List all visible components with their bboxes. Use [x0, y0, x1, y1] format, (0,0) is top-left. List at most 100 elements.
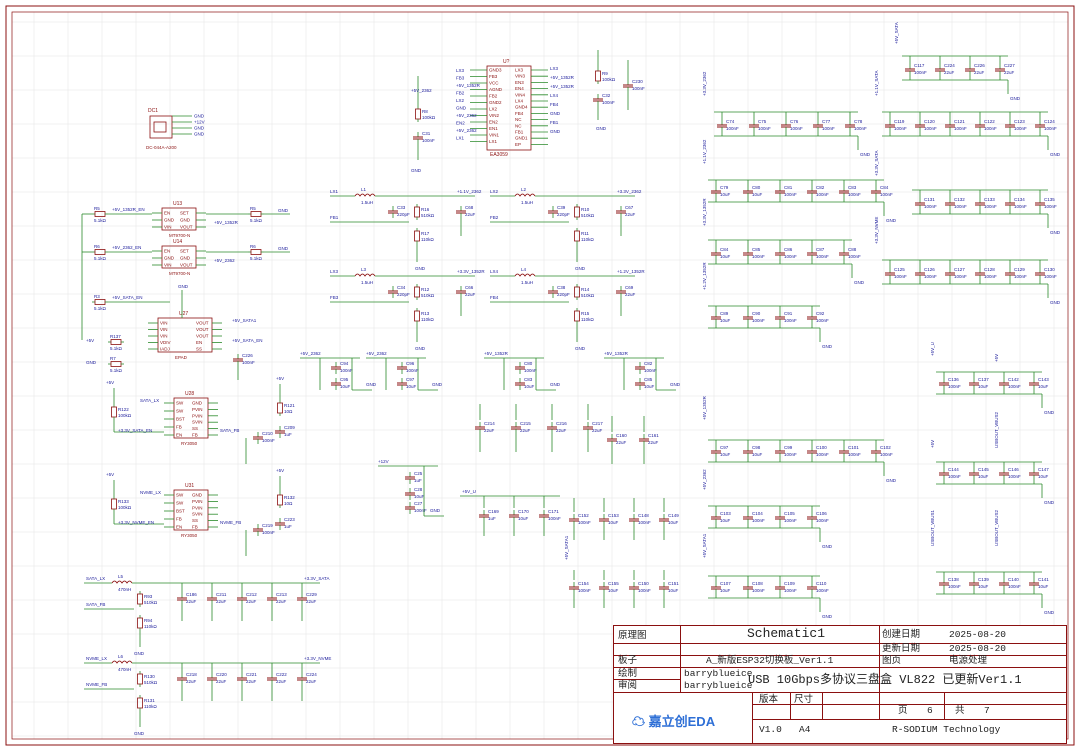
net-label: GND: [456, 106, 467, 111]
net-label: SATA_FB: [86, 602, 105, 607]
capacitor-value: 100nF: [954, 204, 967, 209]
capacitor-value: 220pF: [397, 292, 410, 297]
resistor: [137, 697, 143, 709]
capacitor-ref: C109: [784, 581, 795, 586]
rail-label: +3.3V_SATA: [874, 151, 879, 176]
net-label: +5V_1352R: [214, 220, 239, 225]
resistor: [414, 230, 420, 242]
capacitor-ref: C212: [246, 592, 257, 597]
ic-pin: EN3: [515, 80, 524, 85]
net-label: GND: [550, 129, 561, 134]
ic-pin: VIN: [160, 334, 168, 339]
ic-pin: VCC: [489, 81, 499, 86]
capacitor-value: 100nF: [816, 588, 829, 593]
resistor-ref: R3: [94, 294, 100, 299]
resistor-ref: R94: [144, 618, 153, 623]
capacitor-value: 100nF: [1008, 384, 1021, 389]
capacitor-value: 100nF: [1014, 126, 1027, 131]
capacitor-value: 100nF: [726, 126, 739, 131]
page-text: 页: [898, 705, 908, 716]
ic-pin: SET: [180, 211, 189, 216]
capacitor-value: 10uF: [608, 588, 619, 593]
resistor-value: 5.1kΩ: [250, 256, 263, 261]
capacitor-value: 100nF: [816, 518, 829, 523]
capacitor-ref: C224: [306, 672, 317, 677]
capacitor-ref: C130: [1044, 267, 1055, 272]
ic-pin: VIN1: [489, 133, 500, 138]
net-label: +5V_SATA_EN: [232, 338, 262, 343]
inductor-value: 1.5uH: [521, 200, 533, 205]
net-label: +12V: [378, 459, 389, 464]
capacitor-value: 100nF: [854, 126, 867, 131]
capacitor-ref: C80: [752, 185, 761, 190]
rail-label: +5V: [994, 354, 999, 362]
capacitor-ref: C100: [816, 445, 827, 450]
gnd-label: GND: [1044, 610, 1055, 615]
resistor: [414, 206, 420, 218]
capacitor-value: 22uF: [1004, 70, 1015, 75]
capacitor-value: 100nF: [1014, 204, 1027, 209]
net-label: LX3: [330, 269, 339, 274]
net-label: +1.2V_1352R: [617, 269, 645, 274]
capacitor-ref: C229: [306, 592, 317, 597]
net-label: +3.3V_NVME_EN: [118, 520, 154, 525]
resistor-value: 5.1kΩ: [110, 368, 123, 373]
capacitor-ref: C223: [284, 517, 295, 522]
capacitor-value: 10uF: [720, 588, 731, 593]
capacitor-value: 22uF: [216, 599, 227, 604]
capacitor-ref: C75: [758, 119, 767, 124]
resistor: [250, 211, 262, 217]
capacitor-value: 100nF: [848, 452, 861, 457]
capacitor-ref: C103: [720, 511, 731, 516]
dc-jack-net: GND: [194, 114, 205, 119]
resistor-ref: R121: [284, 403, 295, 408]
capacitor-value: 100nF: [242, 360, 255, 365]
capacitor-value: 100nF: [752, 588, 765, 593]
capacitor-value: 22uF: [556, 428, 567, 433]
capacitor-ref: C79: [720, 185, 729, 190]
capacitor-ref: C69: [625, 285, 634, 290]
inductor: [111, 660, 133, 664]
resistor: [277, 494, 283, 506]
ic-pin: GND: [164, 256, 175, 261]
net-label: LX3: [456, 68, 465, 73]
ic-pin: FB1: [515, 130, 524, 135]
resistor-ref: R8: [422, 109, 428, 114]
resistor-value: 110kΩ: [144, 704, 157, 709]
resistor-value: 5.1kΩ: [94, 218, 107, 223]
net-label: LX2: [456, 98, 465, 103]
dc-jack-part: DC-044A-A200: [146, 145, 177, 150]
capacitor-value: 100nF: [1014, 274, 1027, 279]
gnd-label: GND: [1044, 410, 1055, 415]
capacitor-ref: C76: [790, 119, 799, 124]
capacitor-ref: C140: [1008, 577, 1019, 582]
capacitor-value: 100nF: [638, 588, 651, 593]
capacitor-value: 100nF: [784, 192, 797, 197]
capacitor-ref: C38: [557, 285, 566, 290]
gnd-label: GND: [550, 382, 561, 387]
gnd-label: GND: [411, 168, 422, 173]
resistor-ref: R17: [421, 231, 430, 236]
ic-ref: U27: [179, 311, 188, 317]
inductor: [354, 273, 376, 277]
capacitor-value: 10uF: [518, 516, 529, 521]
capacitor-value: 100nF: [602, 100, 615, 105]
ic-pin: VOUT: [196, 327, 209, 332]
resistor-ref: R137: [110, 334, 121, 339]
resistor-value: 510kΩ: [581, 213, 595, 218]
capacitor-ref: C219: [262, 523, 273, 528]
ic-pin: SS: [196, 347, 202, 352]
ic-pin: GND4: [515, 105, 528, 110]
resistor: [574, 206, 580, 218]
resistor: [137, 617, 143, 629]
resistor: [415, 108, 421, 120]
resistor: [595, 70, 601, 82]
resistor-ref: R15: [581, 311, 590, 316]
ic-part: MT9700-N: [169, 271, 190, 276]
net-label: +5V_2362: [456, 113, 477, 118]
capacitor-ref: C25: [414, 471, 423, 476]
ic-pin: EN4: [515, 86, 524, 91]
capacitor-ref: C211: [216, 592, 227, 597]
capacitor-value: 100nF: [948, 384, 961, 389]
capacitor-ref: C230: [632, 79, 643, 84]
